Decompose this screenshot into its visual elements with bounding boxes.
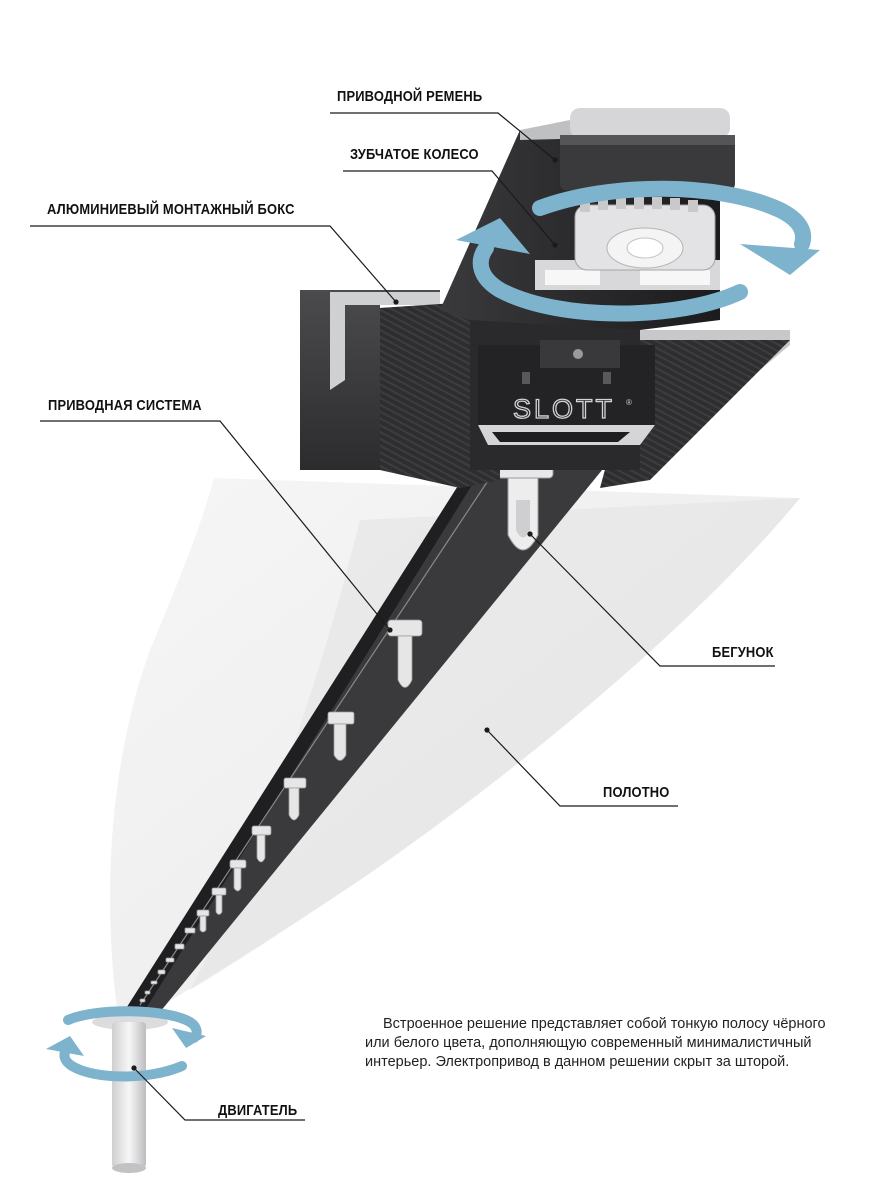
- runner-hooks: [139, 619, 423, 1003]
- leader-lines: [30, 112, 775, 1121]
- label-aluminium-box: АЛЮМИНИЕВЫЙ МОНТАЖНЫЙ БОКС: [47, 201, 295, 218]
- gear-wheel: [574, 197, 716, 271]
- slott-block: SLOTT ®: [478, 340, 655, 445]
- label-drive-belt: ПРИВОДНОЙ РЕМЕНЬ: [337, 88, 483, 105]
- label-motor: ДВИГАТЕЛЬ: [218, 1102, 298, 1119]
- label-runner: БЕГУНОК: [712, 644, 774, 661]
- belt-drum: [560, 108, 735, 190]
- rotation-arrow-icon: [456, 180, 820, 322]
- drive-rail-edge: [145, 440, 620, 1012]
- description-text: Встроенное решение представляет собой то…: [365, 1016, 826, 1070]
- leader-dots: [131, 157, 558, 1071]
- label-fabric: ПОЛОТНО: [603, 784, 670, 801]
- label-gear-wheel: ЗУБЧАТОЕ КОЛЕСО: [350, 146, 479, 163]
- rotation-arrow-small-icon: [46, 1006, 206, 1082]
- motor: [92, 1014, 168, 1173]
- curtain-fabric-shade: [190, 498, 800, 990]
- label-drive-system: ПРИВОДНАЯ СИСТЕМА: [48, 397, 202, 414]
- brand-logo: SLOTT: [513, 394, 615, 424]
- brand-registered-mark: ®: [626, 398, 632, 407]
